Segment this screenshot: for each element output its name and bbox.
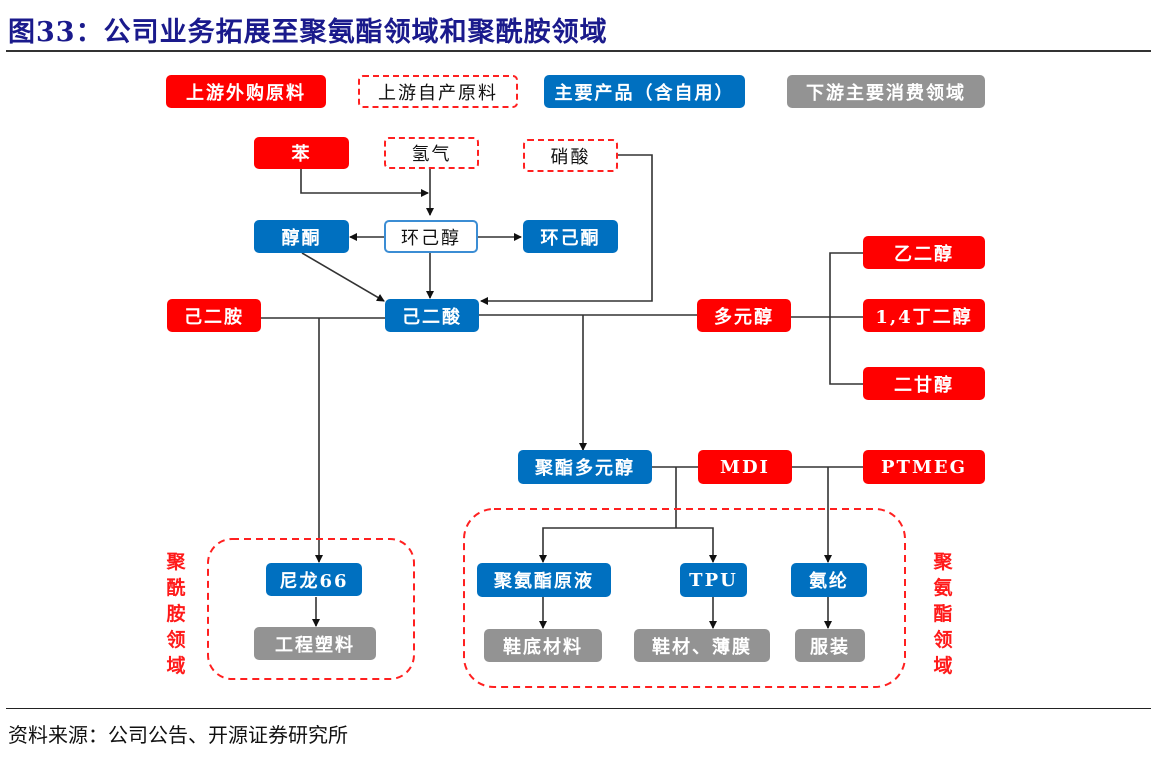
legend-purchased-raw: 上游外购原料 xyxy=(166,75,326,108)
edge-to-pu-stock xyxy=(539,527,676,563)
node-adipic-acid: 己二酸 xyxy=(385,299,479,332)
figure-title: 图33：公司业务拓展至聚氨酯领域和聚酰胺领域 xyxy=(8,17,608,48)
region-label-polyurethane: 聚氨酯领域 xyxy=(933,551,953,677)
node-polyester-polyol: 聚酯多元醇 xyxy=(518,450,652,484)
legend-main-products: 主要产品（含自用） xyxy=(544,75,745,108)
edge-benzene-to-cyclohexanol xyxy=(300,168,429,197)
node-diethylene-glycol: 二甘醇 xyxy=(863,367,985,400)
region-label-polyamide: 聚酰胺领域 xyxy=(166,551,186,677)
legend-self-produced-raw: 上游自产原料 xyxy=(358,75,518,108)
node-cyclohexanol: 环己醇 xyxy=(384,220,478,253)
node-engineering-plastics: 工程塑料 xyxy=(254,627,376,660)
legend-label: 主要产品（含自用） xyxy=(554,82,735,104)
edge-to-tpu xyxy=(676,527,717,563)
region-polyamide-outline xyxy=(207,538,415,680)
node-mdi: MDI xyxy=(698,450,792,484)
node-nylon66: 尼龙66 xyxy=(266,563,362,596)
node-benzene: 苯 xyxy=(254,137,349,169)
legend-downstream: 下游主要消费领域 xyxy=(787,75,985,108)
legend-label: 上游外购原料 xyxy=(186,82,306,104)
legend-label: 下游主要消费领域 xyxy=(806,82,966,104)
node-cyclohexanone: 环己酮 xyxy=(523,220,618,253)
legend-label: 上游自产原料 xyxy=(378,82,498,104)
node-shoe-film: 鞋材、薄膜 xyxy=(634,629,770,662)
edge-nitric-to-adipic xyxy=(480,154,653,305)
node-pu-stock: 聚氨酯原液 xyxy=(477,563,611,597)
node-hydrogen: 氢气 xyxy=(384,137,479,169)
footer-divider xyxy=(6,708,1151,709)
node-spandex: 氨纶 xyxy=(791,563,867,597)
node-ka-oil: 醇酮 xyxy=(254,220,349,253)
title-divider xyxy=(6,50,1151,52)
node-bdo: 1,4丁二醇 xyxy=(863,299,985,332)
node-clothing: 服装 xyxy=(795,629,865,662)
node-shoe-sole: 鞋底材料 xyxy=(484,629,602,662)
edge-bracket-glycols xyxy=(829,252,864,385)
node-polyol: 多元醇 xyxy=(697,299,791,332)
edge-ka-oil-to-adipic xyxy=(301,252,385,302)
node-ptmeg: PTMEG xyxy=(863,450,985,484)
source-note: 资料来源：公司公告、开源证券研究所 xyxy=(8,723,348,747)
node-hexanediamine: 己二胺 xyxy=(167,299,261,332)
node-nitric-acid: 硝酸 xyxy=(523,139,618,172)
region-polyurethane-outline xyxy=(463,508,906,688)
node-tpu: TPU xyxy=(680,563,747,597)
node-ethylene-glycol: 乙二醇 xyxy=(863,236,985,269)
